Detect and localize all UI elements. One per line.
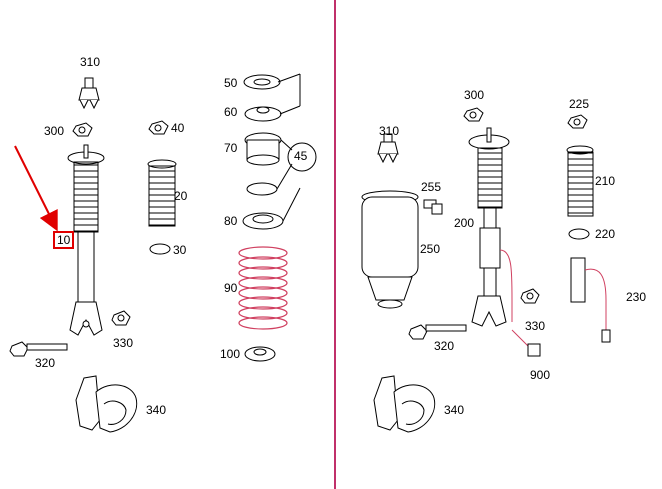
left-seat-80[interactable] (242, 212, 284, 230)
right-bump-stop-210[interactable] (566, 145, 594, 217)
label-left-330[interactable]: 330 (113, 336, 134, 350)
left-nut-40[interactable] (148, 120, 169, 135)
left-bolt-320[interactable] (9, 341, 68, 357)
label-right-250[interactable]: 250 (420, 242, 441, 256)
label-right-255[interactable]: 255 (421, 180, 442, 194)
left-nut-300[interactable] (72, 122, 93, 137)
label-right-200[interactable]: 200 (454, 216, 475, 230)
right-sensor-230[interactable] (570, 257, 611, 343)
label-left-50[interactable]: 50 (224, 76, 238, 90)
right-air-spring-250[interactable] (361, 190, 419, 309)
right-valve-255[interactable] (423, 199, 443, 215)
left-mount-70[interactable] (244, 132, 282, 166)
label-left-40[interactable]: 40 (171, 121, 185, 135)
left-mount-60[interactable] (244, 106, 282, 122)
right-ring-220[interactable] (568, 228, 590, 240)
label-right-220[interactable]: 220 (595, 227, 616, 241)
label-right-340[interactable]: 340 (444, 403, 465, 417)
right-nut-300[interactable] (463, 107, 484, 122)
left-coil-spring-90[interactable] (238, 246, 288, 330)
label-left-100[interactable]: 100 (220, 347, 241, 361)
callout-arrow (14, 145, 58, 232)
right-connector-900[interactable] (511, 329, 541, 357)
label-right-900[interactable]: 900 (530, 368, 551, 382)
left-nut-330[interactable] (111, 310, 131, 326)
right-clip-310[interactable] (377, 133, 399, 164)
label-left-30[interactable]: 30 (173, 243, 187, 257)
label-left-320[interactable]: 320 (35, 356, 56, 370)
label-left-340[interactable]: 340 (146, 403, 167, 417)
label-left-10-highlighted[interactable]: 10 (53, 231, 75, 249)
left-kit-bracket-45 (276, 73, 317, 222)
left-spring-pad-100[interactable] (244, 346, 276, 362)
left-bump-stop-20[interactable] (147, 159, 177, 227)
label-right-320[interactable]: 320 (434, 339, 455, 353)
label-left-300[interactable]: 300 (44, 124, 65, 138)
label-right-210[interactable]: 210 (595, 174, 616, 188)
label-left-90[interactable]: 90 (224, 281, 238, 295)
left-clip-310[interactable] (78, 77, 100, 110)
label-left-80[interactable]: 80 (224, 214, 238, 228)
label-left-20[interactable]: 20 (174, 189, 188, 203)
right-nut-330[interactable] (520, 288, 540, 304)
left-mount-50[interactable] (243, 74, 281, 90)
label-right-225[interactable]: 225 (569, 97, 590, 111)
label-left-45[interactable]: 45 (294, 149, 308, 163)
left-ring-30[interactable] (149, 243, 171, 255)
right-nut-225[interactable] (567, 114, 588, 129)
right-bolt-320[interactable] (408, 324, 467, 340)
right-air-strut-200[interactable] (468, 127, 513, 327)
left-ring-45[interactable] (246, 182, 278, 196)
label-left-70[interactable]: 70 (224, 141, 238, 155)
label-right-310[interactable]: 310 (379, 124, 400, 138)
left-shock-absorber-10[interactable] (67, 144, 105, 336)
left-cover-340[interactable] (75, 375, 138, 433)
label-left-310[interactable]: 310 (80, 55, 101, 69)
label-left-60[interactable]: 60 (224, 105, 238, 119)
label-right-330[interactable]: 330 (525, 319, 546, 333)
label-right-300[interactable]: 300 (464, 88, 485, 102)
label-right-230[interactable]: 230 (626, 290, 647, 304)
right-cover-340[interactable] (373, 375, 436, 433)
